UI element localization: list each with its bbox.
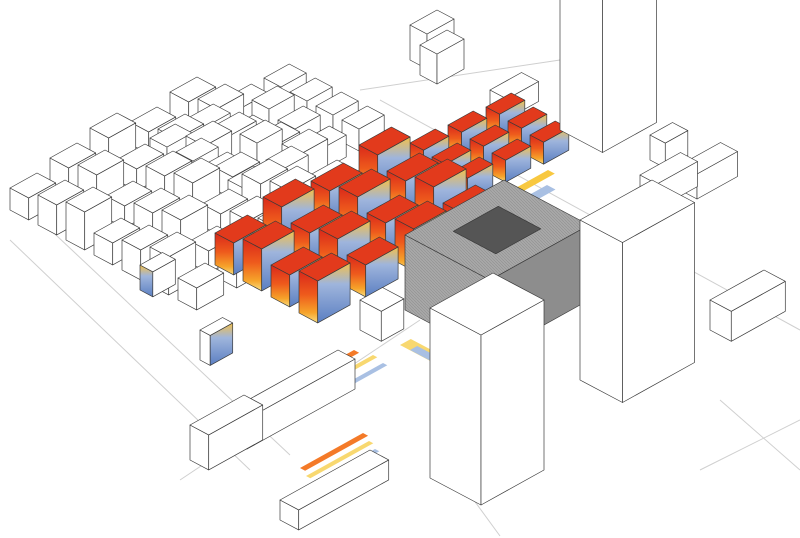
building-roof — [277, 105, 321, 130]
building-roof — [9, 172, 57, 199]
building-roof — [121, 224, 169, 251]
building-roof — [359, 287, 405, 312]
building-roof — [37, 179, 85, 206]
building-block — [279, 449, 390, 531]
building-tower-south — [429, 272, 545, 506]
building-roof — [341, 105, 385, 130]
building-wall-west — [559, 0, 603, 153]
building-roof — [491, 138, 532, 161]
building-roof — [145, 150, 193, 177]
street-edge — [719, 399, 800, 471]
building-roof — [173, 157, 221, 184]
building-roof — [262, 178, 315, 208]
building-wall-south — [480, 299, 545, 506]
building-wall-west — [429, 307, 482, 506]
building-roof — [199, 317, 234, 336]
building-roof — [93, 217, 141, 244]
ground-heat-patch — [300, 433, 369, 471]
building-roof — [709, 269, 786, 312]
building-block — [189, 394, 264, 471]
building-roof — [419, 29, 465, 55]
building-partially-shaded — [139, 252, 176, 298]
building-roof — [117, 143, 165, 170]
street-edge — [359, 59, 561, 91]
building-roof — [409, 9, 455, 35]
building-heat-analysed — [298, 252, 351, 324]
building-block — [177, 262, 225, 311]
building-roof — [177, 262, 225, 289]
building-roof — [485, 92, 526, 115]
building-block — [359, 287, 405, 342]
building-roof — [241, 158, 289, 185]
building-roof — [213, 151, 261, 178]
building-roof — [251, 85, 295, 110]
building-roof — [366, 194, 419, 224]
building-roof — [49, 142, 97, 169]
building-roof — [169, 76, 217, 103]
building-tower-north — [419, 29, 465, 85]
building-roof — [346, 236, 399, 266]
ground-heat-patch — [306, 441, 374, 479]
building-roof — [507, 106, 548, 129]
building-roof — [315, 91, 359, 116]
building-partially-shaded — [199, 317, 234, 366]
building-roof — [447, 110, 488, 133]
building-roof — [310, 162, 363, 192]
building-roof — [290, 204, 343, 234]
building-roof — [414, 158, 467, 188]
building-roof — [161, 194, 209, 221]
building-heat-analysed — [529, 120, 570, 165]
building-roof — [394, 200, 447, 230]
building-roof — [105, 180, 153, 207]
building-roof — [409, 128, 450, 151]
building-roof — [65, 186, 113, 213]
building-roof — [579, 179, 695, 243]
building-roof — [298, 252, 351, 282]
building-roof — [129, 106, 177, 133]
building-roof — [386, 152, 439, 182]
building-roof — [189, 394, 264, 436]
building-wall-south — [602, 0, 657, 153]
street-edge — [699, 419, 800, 471]
building-roof — [263, 63, 307, 88]
building-roof — [214, 214, 267, 244]
building-roof — [649, 122, 689, 144]
building-wall-west — [199, 329, 211, 366]
building-roof — [279, 449, 390, 511]
building-roof — [431, 142, 472, 165]
building-roof — [318, 210, 371, 240]
building-roof — [77, 149, 125, 176]
building-roof — [358, 126, 411, 156]
building-roof — [338, 168, 391, 198]
building-wall-west — [579, 219, 623, 403]
building-roof — [469, 124, 510, 147]
building-roof — [239, 119, 283, 144]
building-roof — [133, 187, 181, 214]
building-block — [709, 269, 786, 342]
building-heat-analysed — [346, 236, 399, 298]
building-roof — [289, 77, 333, 102]
building-roof — [489, 72, 539, 100]
building-roof — [201, 188, 249, 215]
building-roof — [429, 272, 545, 336]
building-roof — [139, 252, 176, 273]
building-tower-southeast — [579, 179, 695, 403]
building-tower-east — [559, 0, 657, 153]
building-roof — [270, 246, 323, 276]
building-roof — [175, 137, 219, 162]
building-heat-analysed — [491, 138, 532, 183]
building-roof — [242, 220, 295, 250]
building-block — [315, 91, 359, 138]
buildings — [9, 0, 786, 531]
building-roof — [89, 112, 137, 139]
focus-building-courtyard — [452, 205, 542, 255]
